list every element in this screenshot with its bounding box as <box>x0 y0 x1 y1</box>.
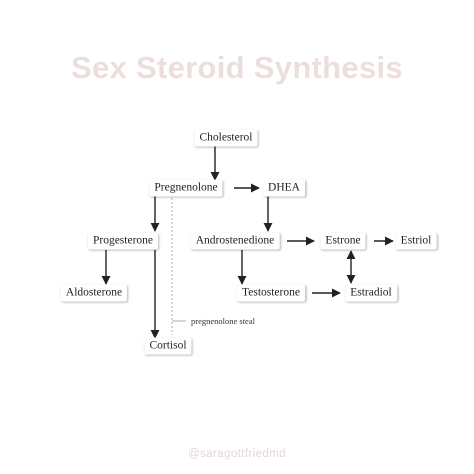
dhea-node: DHEA <box>263 179 305 197</box>
estriol-node: Estriol <box>395 232 437 250</box>
estradiol-node: Estradiol <box>345 284 397 302</box>
page-title: Sex Steroid Synthesis <box>71 50 403 85</box>
androstenedione-node: Androstenedione <box>190 232 280 250</box>
aldosterone-node: Aldosterone <box>60 284 128 302</box>
estrone-node: Estrone <box>320 232 366 250</box>
author-handle: @saragottfriedmd <box>188 448 286 460</box>
cholesterol-node: Cholesterol <box>194 129 258 147</box>
cortisol-node: Cortisol <box>144 337 192 355</box>
pregnenolone-steal-label: pregnenolone steal <box>191 316 255 326</box>
testosterone-node: Testosterone <box>237 284 305 302</box>
pregnenolone-node: Pregnenolone <box>149 179 223 197</box>
progesterone-node: Progesterone <box>87 232 159 250</box>
